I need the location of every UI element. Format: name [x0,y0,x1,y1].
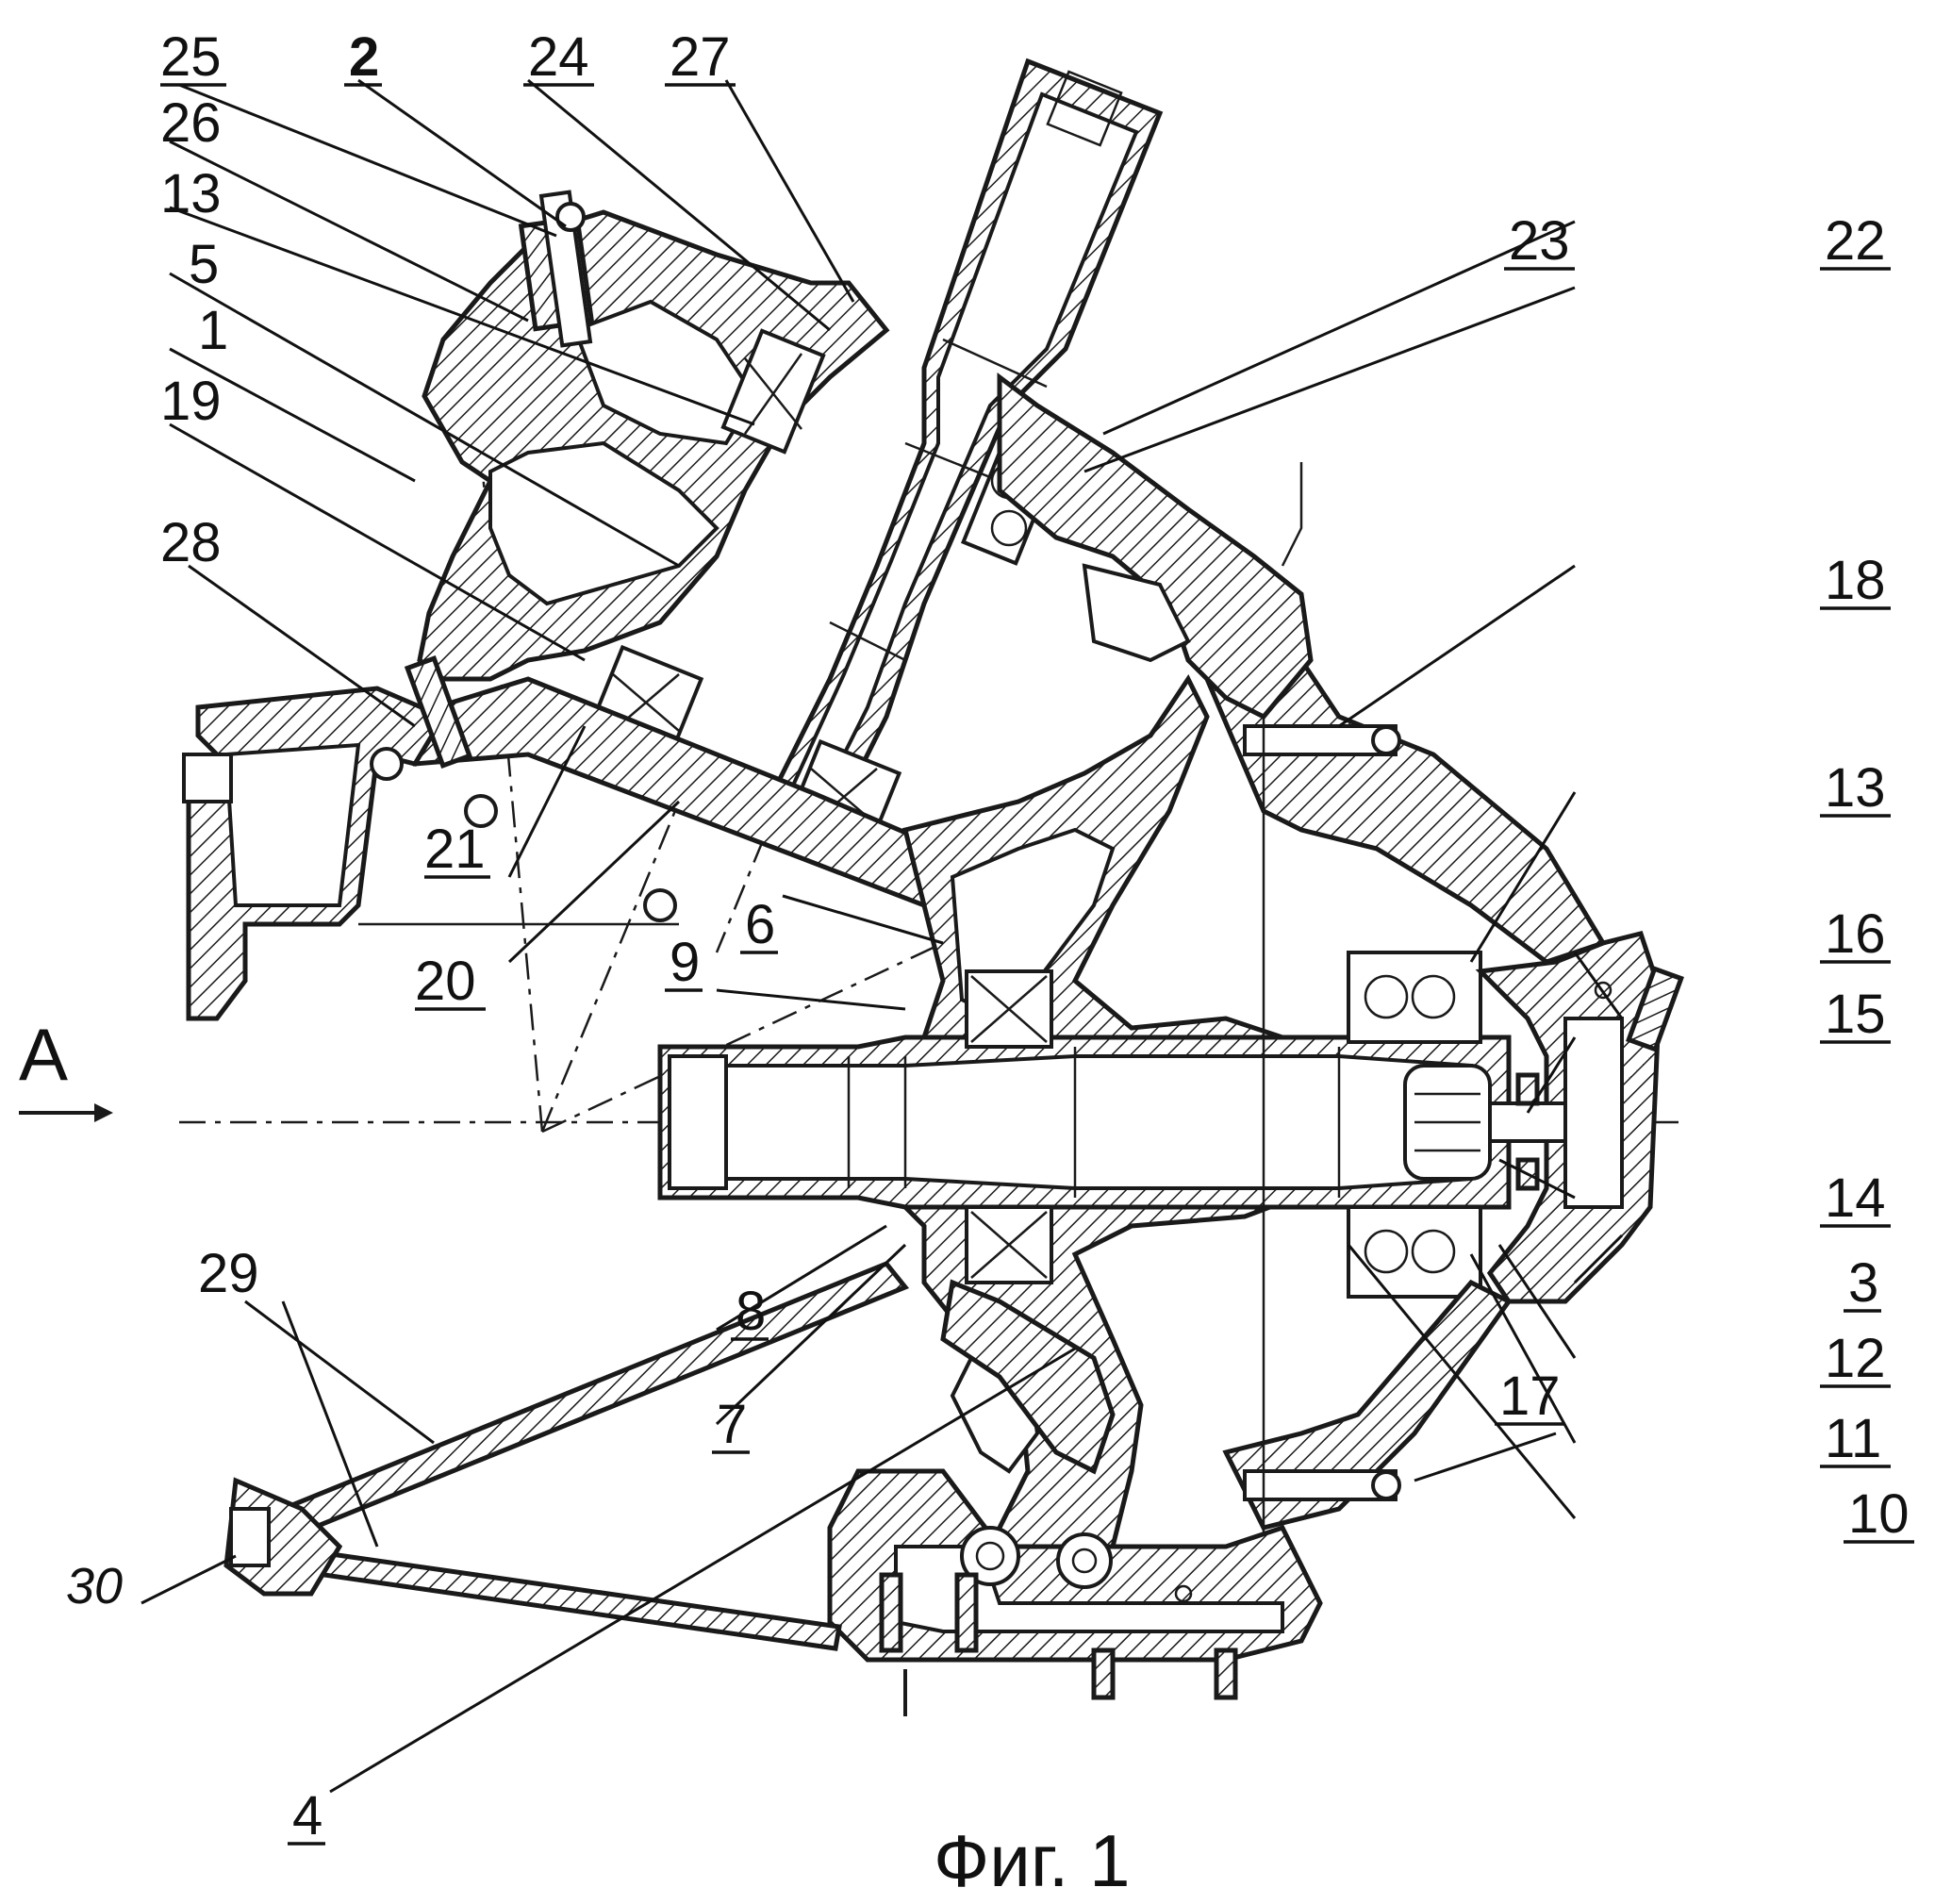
label-24: 24 [528,26,589,88]
label-1: 1 [198,300,228,361]
label-11: 11 [1825,1408,1881,1469]
construction-line-2 [540,801,681,1133]
view-marker-a: A [19,1013,68,1096]
label-21: 21 [424,819,486,880]
label-27: 27 [670,26,731,88]
label-29: 29 [198,1243,259,1304]
tie-rods [223,1260,910,1651]
label-underlines [160,83,1914,1846]
label-28: 28 [160,512,222,573]
part-labels: 25 2 24 27 26 13 5 1 19 28 23 22 18 13 1… [19,26,1910,1902]
construction-line-3 [541,941,944,1134]
label-8: 8 [736,1281,766,1342]
right-flange-lower [1222,1279,1513,1531]
label-4: 4 [292,1785,322,1846]
label-13-right: 13 [1825,757,1886,819]
label-9: 9 [670,932,700,993]
label-7: 7 [717,1394,747,1455]
shaft-nut-assembly [1403,1064,1567,1191]
lower-bolts [879,1572,1238,1716]
label-leaders [141,78,1624,1794]
label-14: 14 [1825,1167,1886,1229]
label-30: 30 [66,1558,123,1614]
upper-right-housing [997,373,1314,720]
label-12: 12 [1825,1328,1886,1389]
label-2: 2 [349,26,379,88]
main-left-bearing-upper [965,969,1053,1049]
label-20: 20 [415,951,476,1012]
upper-housing [417,209,890,682]
mounting-bracket [182,686,679,1021]
label-23: 23 [1509,210,1570,272]
label-10: 10 [1848,1483,1910,1545]
label-19: 19 [160,371,222,432]
label-3: 3 [1848,1252,1878,1314]
figure-caption: Фиг. 1 [934,1819,1131,1902]
label-16: 16 [1825,903,1886,965]
label-26: 26 [160,92,222,154]
label-15: 15 [1825,984,1886,1045]
main-right-bearing-lower [1347,1205,1482,1299]
label-6: 6 [745,894,775,955]
lower-box-housing [827,1468,1323,1663]
label-17: 17 [1499,1366,1561,1427]
end-cover [1475,931,1684,1304]
label-13-top: 13 [160,163,222,224]
label-18: 18 [1825,550,1886,611]
label-25: 25 [160,26,222,88]
label-5: 5 [189,234,219,295]
main-right-bearing-upper [1347,951,1482,1044]
cover-bolts [370,654,677,922]
label-22: 22 [1825,210,1886,272]
horizontal-shaft [657,1035,1512,1210]
view-arrow [19,1103,113,1122]
main-left-bearing-lower [965,1205,1053,1284]
